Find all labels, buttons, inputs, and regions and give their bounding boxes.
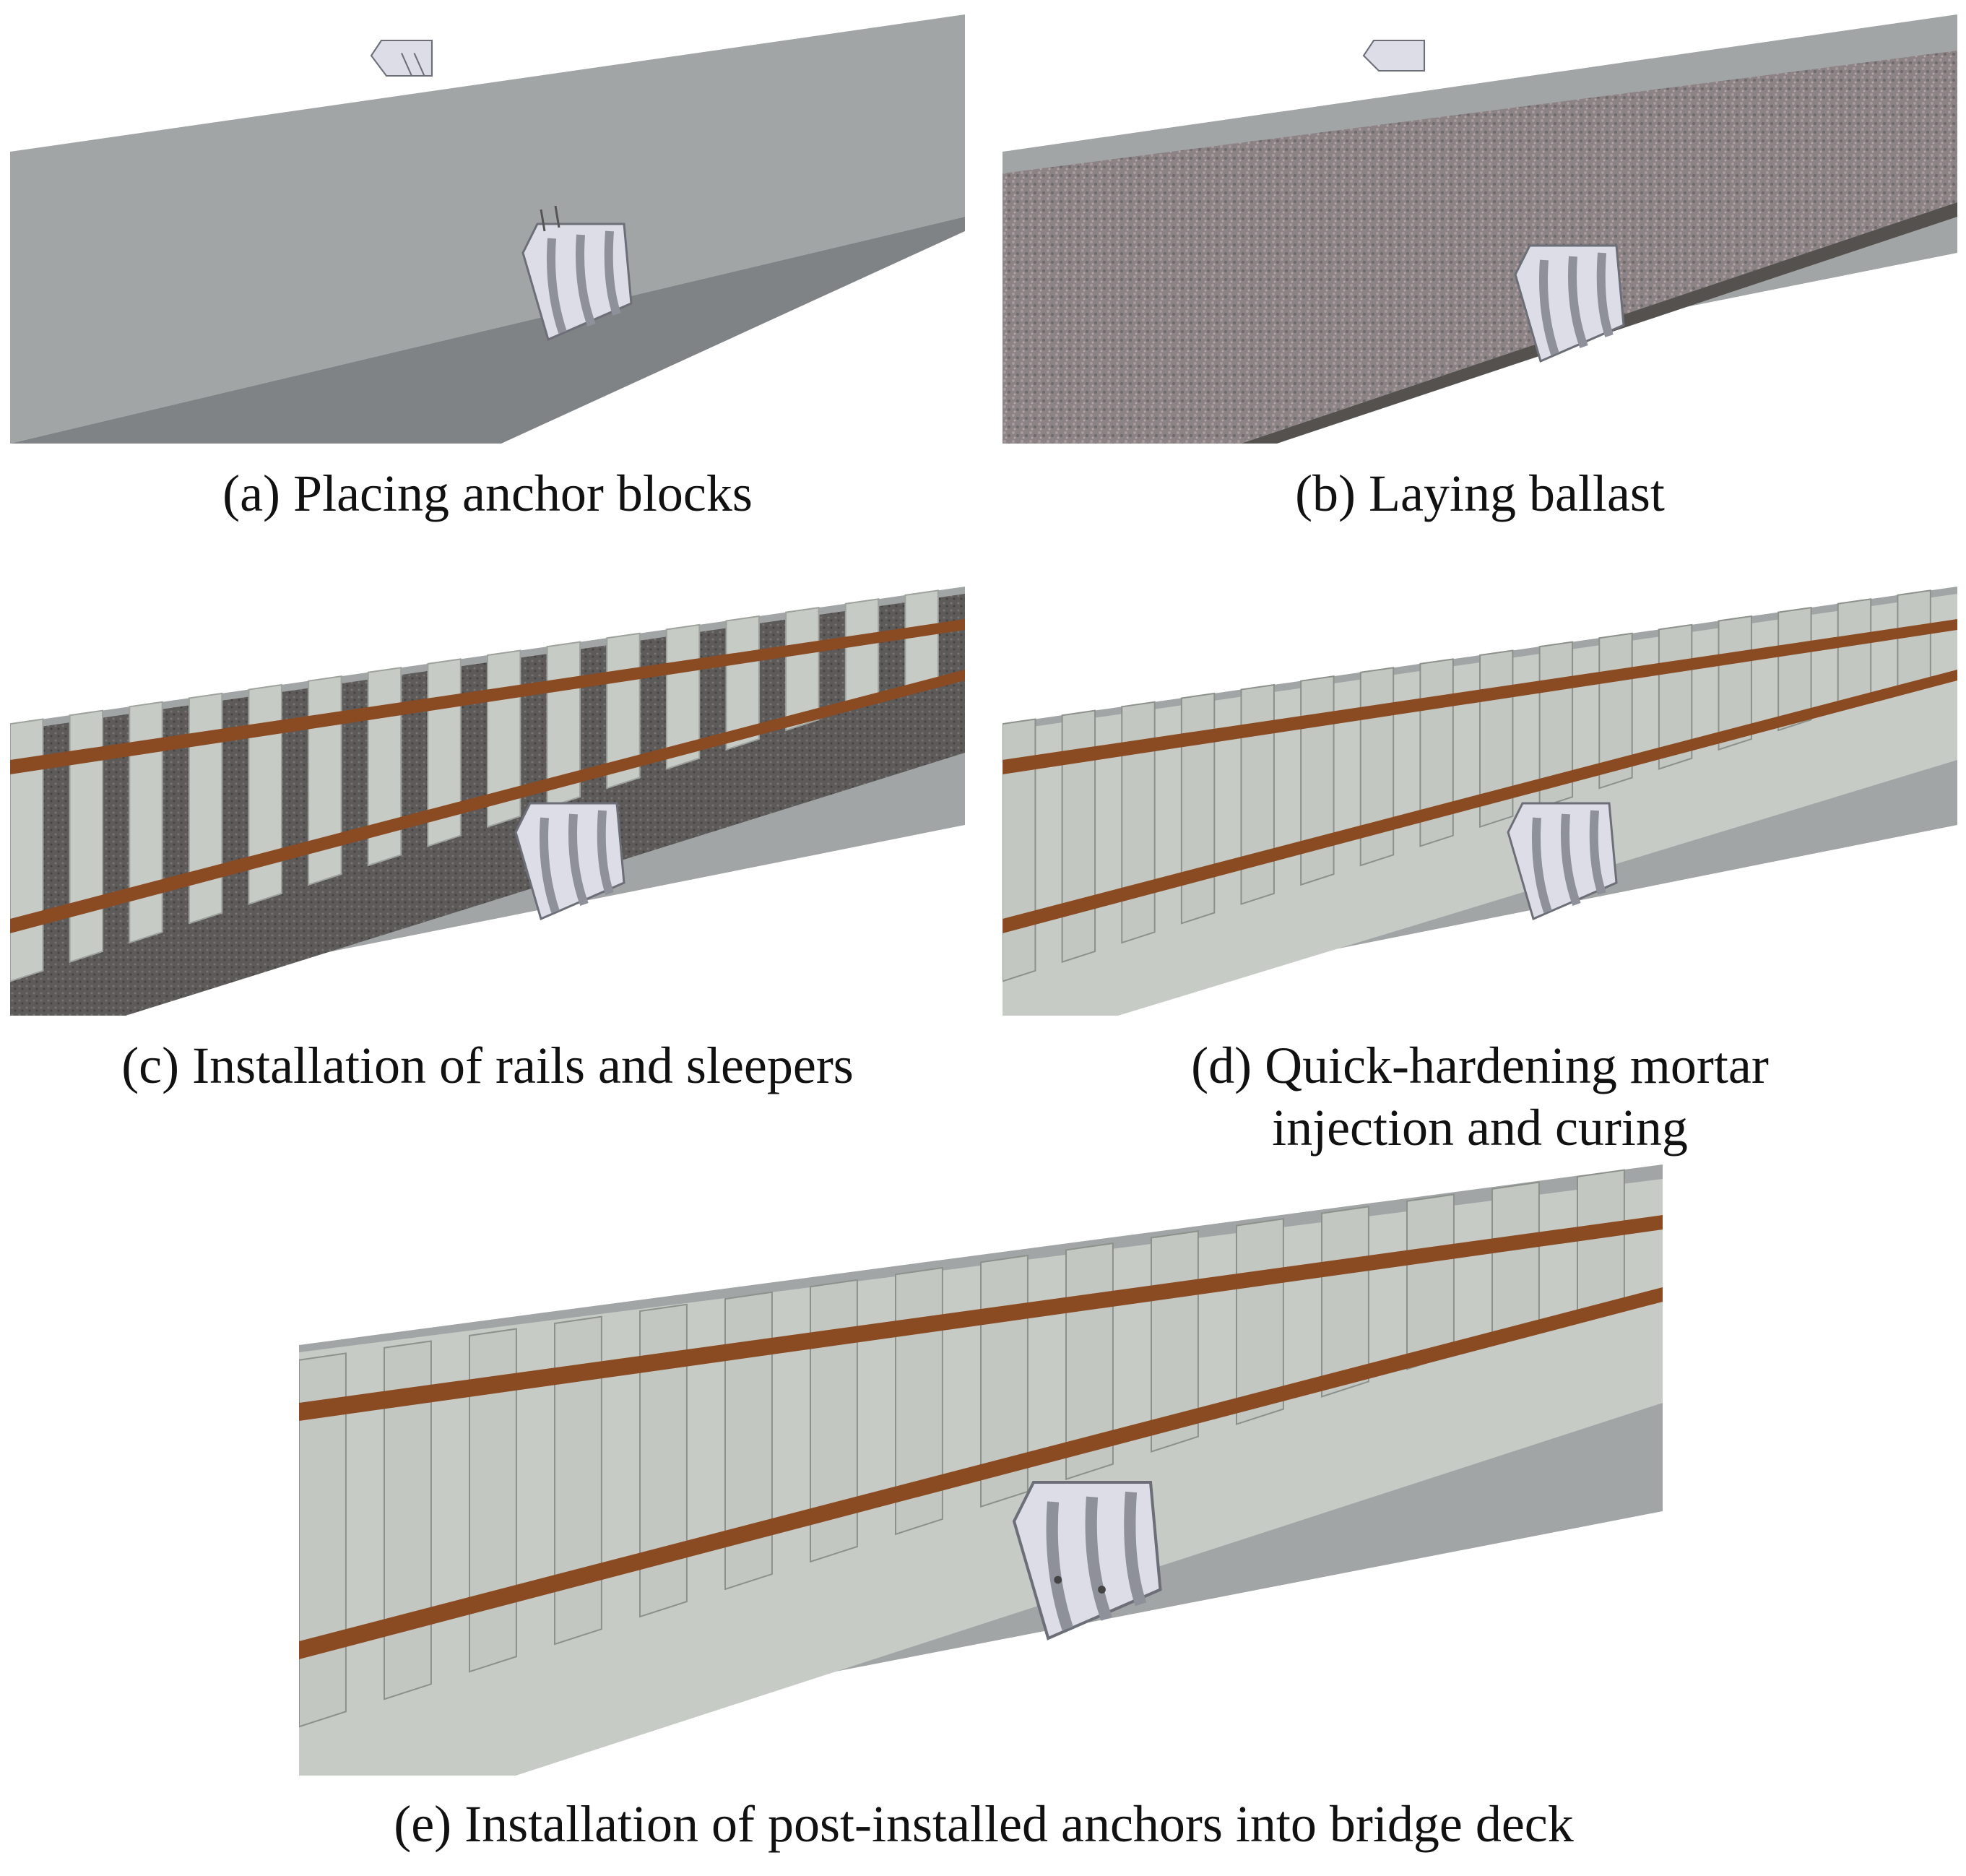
sleepers (299, 1169, 1625, 1728)
sleeper (1491, 1181, 1540, 1343)
sleeper (1240, 683, 1275, 905)
caption-d-line2: injection and curing (1272, 1099, 1688, 1157)
sleeper (308, 675, 342, 886)
caption-c: (c) Installation of rails and sleepers (121, 1037, 854, 1094)
anchor-block-icon (514, 802, 625, 921)
anchor-block-icon (1362, 39, 1426, 72)
sleeper (1300, 675, 1335, 886)
sleeper (724, 1291, 773, 1591)
anchor-block-icon (1514, 244, 1625, 363)
sleeper (1406, 1193, 1455, 1370)
rail-left (1003, 619, 1957, 774)
sleeper (1718, 615, 1752, 751)
sleeper (904, 589, 939, 693)
caption-d-line1: (d) Quick-hardening mortar (1191, 1037, 1769, 1094)
sleeper (785, 606, 820, 732)
panel-a-illustration (10, 14, 965, 444)
sleeper (248, 683, 282, 905)
sleeper (129, 701, 163, 944)
rail-right (299, 1287, 1663, 1659)
sleeper (725, 615, 760, 751)
sleeper (1777, 606, 1812, 732)
rail-left (299, 1215, 1663, 1421)
sleeper (1121, 701, 1156, 944)
panel-c-illustration (10, 587, 965, 1016)
caption-d: (d) Quick-hardening mortar injection and… (1003, 1034, 1957, 1159)
sleeper (188, 692, 223, 925)
sleeper (384, 1340, 432, 1700)
sleeper (554, 1315, 602, 1646)
sleeper (810, 1279, 858, 1563)
deck-edge (10, 217, 965, 444)
rail-left (10, 619, 965, 774)
panel-c-rails-and-sleepers (10, 587, 965, 1016)
rail-right (1003, 670, 1957, 933)
anchor-block-icon (1012, 1480, 1162, 1641)
anchor-block-icon (521, 205, 633, 342)
anchor-block-icon (370, 39, 433, 77)
sleeper (639, 1303, 688, 1618)
panel-d-mortar-injection (1003, 587, 1957, 1016)
panel-e-illustration (299, 1164, 1663, 1776)
sleeper (469, 1328, 517, 1673)
rail-right (10, 670, 965, 933)
sleeper (1180, 692, 1216, 925)
panel-d-illustration (1003, 587, 1957, 1016)
panel-e-post-installed-anchors (299, 1164, 1663, 1776)
sleeper (1897, 589, 1931, 693)
anchor-block-icon (1507, 802, 1618, 921)
sleeper (1321, 1206, 1369, 1398)
ballast-layer (1003, 51, 1957, 444)
sleeper (1577, 1169, 1625, 1315)
panel-b-laying-ballast (1003, 14, 1957, 444)
caption-b: (b) Laying ballast (1295, 464, 1665, 522)
panel-b-illustration (1003, 14, 1957, 444)
panel-a-placing-anchor-blocks (10, 14, 965, 444)
caption-a: (a) Placing anchor blocks (222, 464, 753, 522)
caption-e: (e) Installation of post-installed ancho… (394, 1795, 1574, 1853)
bridge-deck (10, 14, 965, 444)
